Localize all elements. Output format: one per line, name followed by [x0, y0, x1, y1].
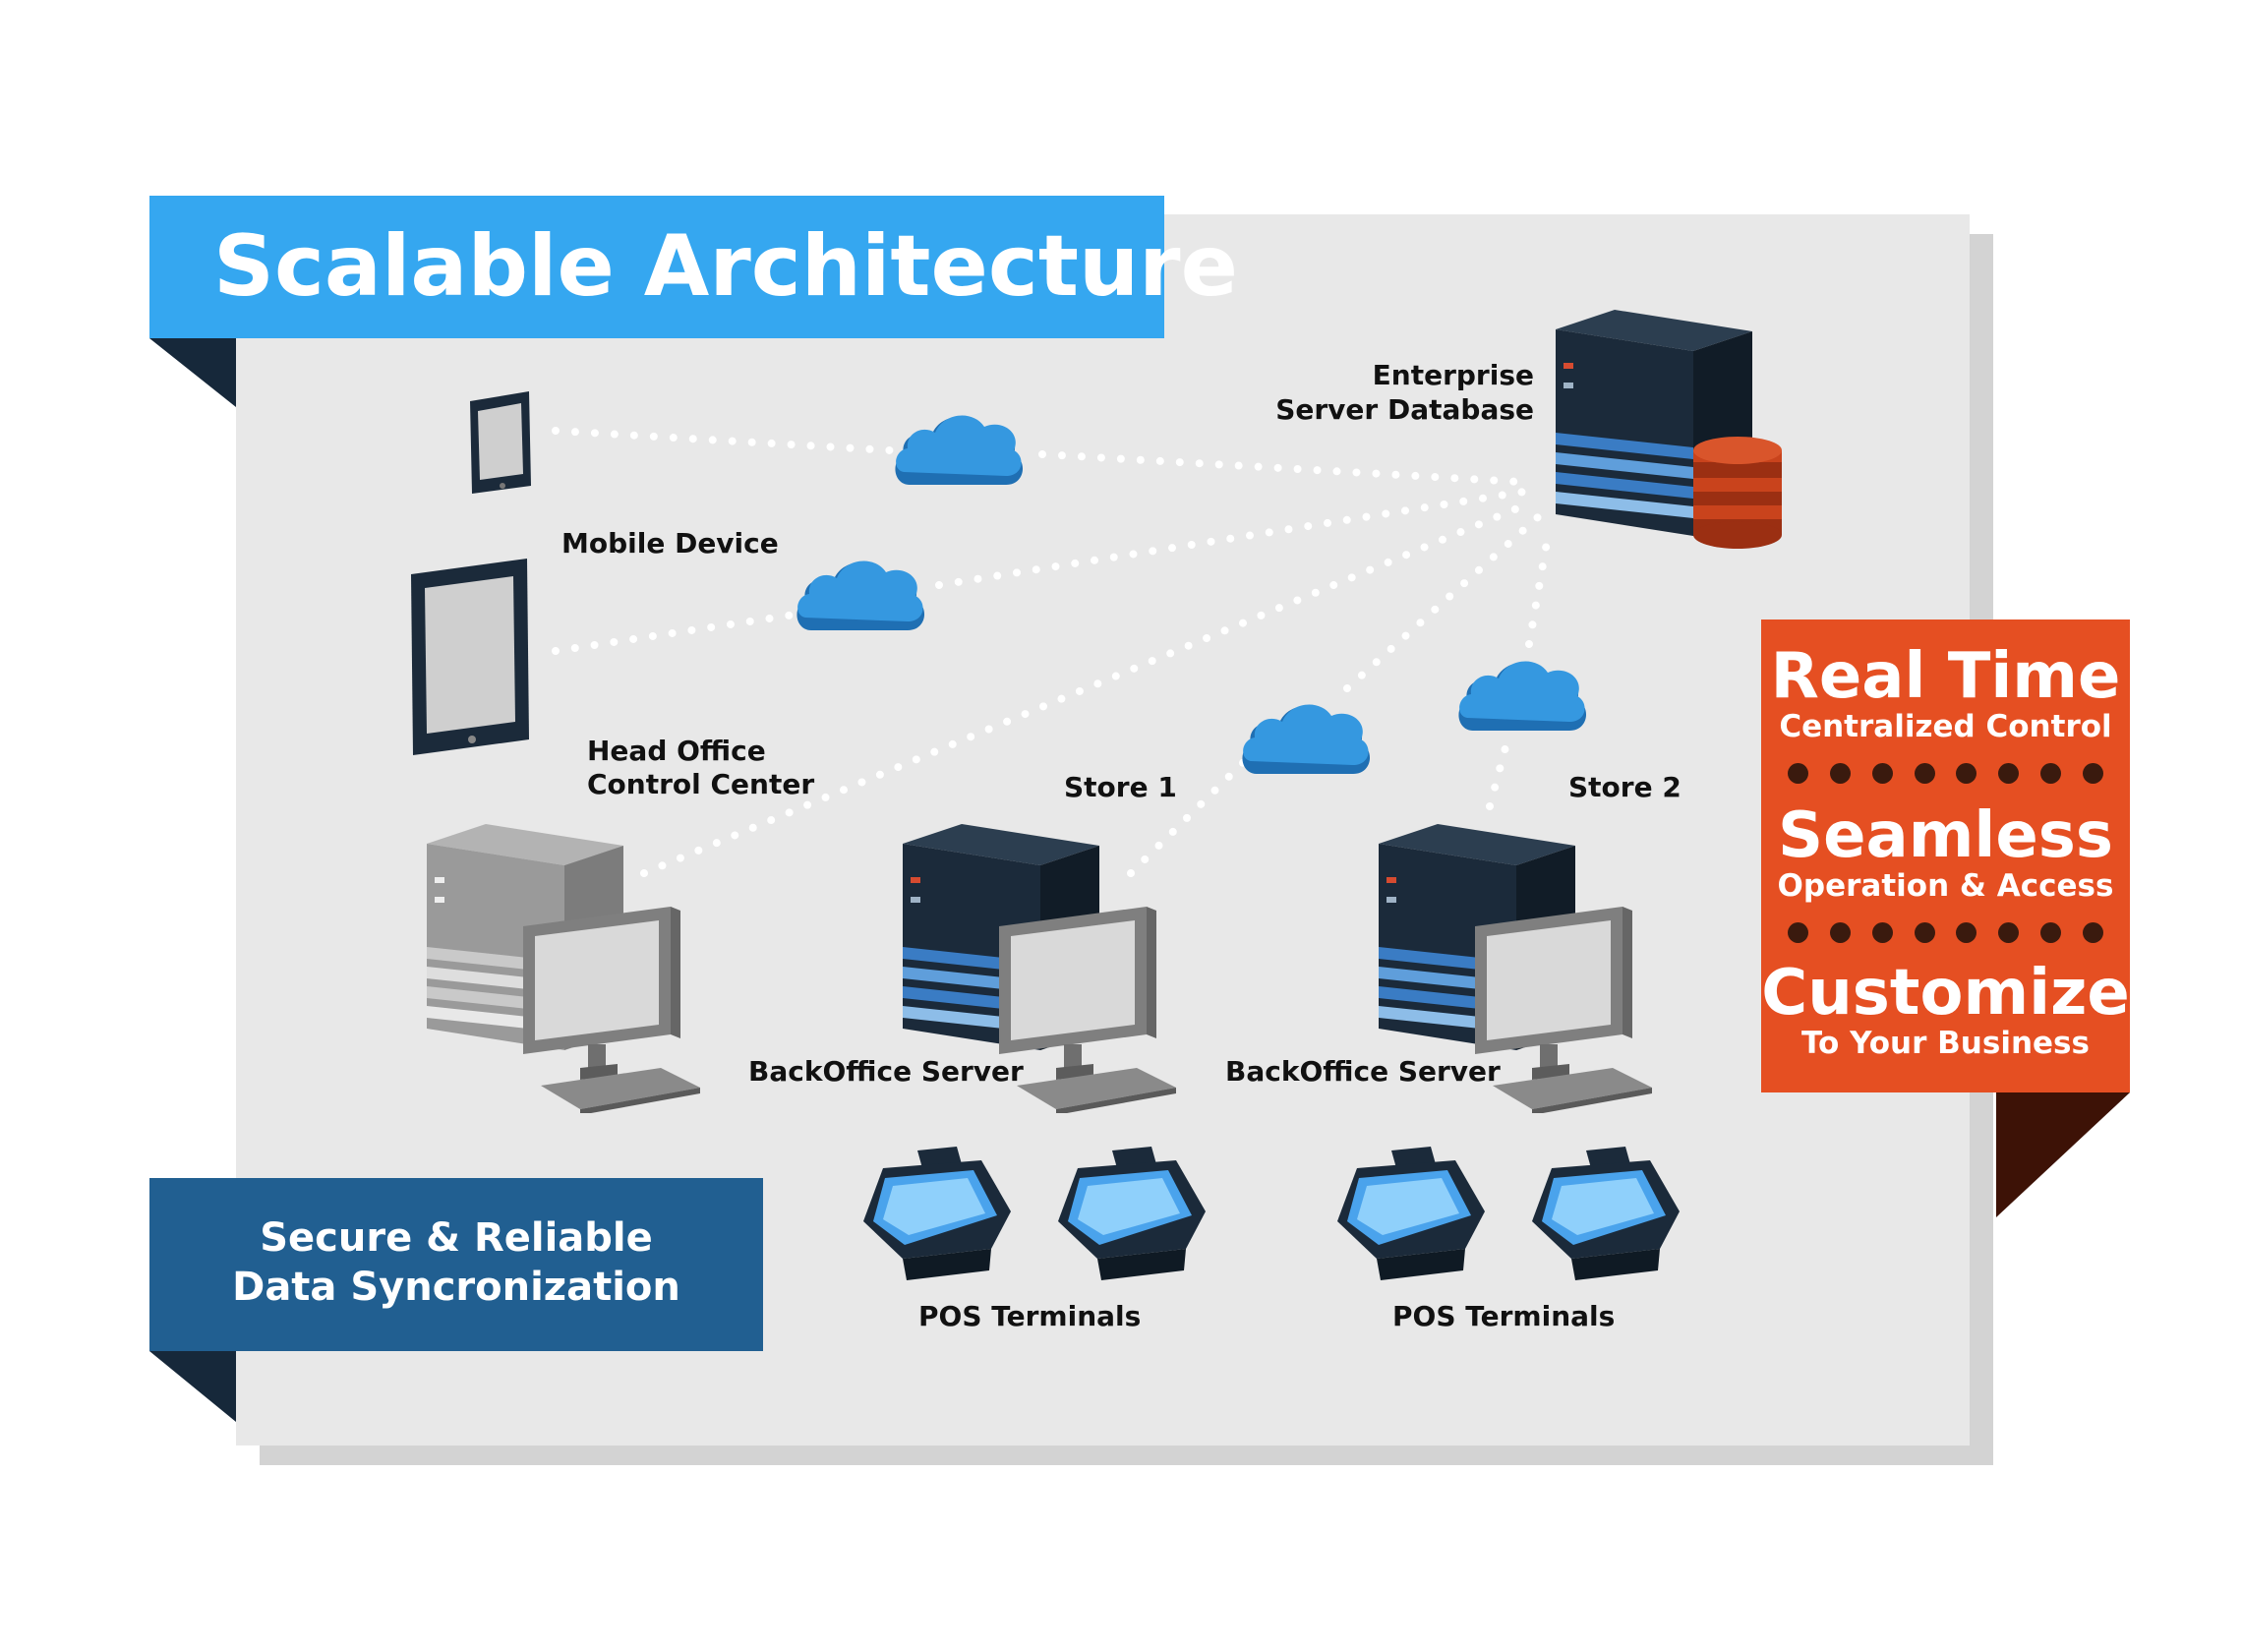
connection-lines [552, 427, 1553, 877]
store-2-label: Store 2 [1568, 771, 1682, 803]
sync-banner-line2: Data Syncronization [232, 1265, 680, 1310]
mobile-device-label: Mobile Device [561, 527, 779, 560]
sync-banner-line1: Secure & Reliable [260, 1215, 653, 1261]
features-fold [1996, 1092, 2130, 1217]
head-office-label-line1: Head Office [587, 735, 766, 767]
dot-divider [1788, 922, 2103, 944]
head-office-label-line2: Control Center [587, 768, 815, 800]
cloud-icon [1242, 704, 1371, 774]
feature-customize-subtitle: To Your Business [1801, 1026, 2090, 1061]
desktop-computer-icon [523, 907, 700, 1113]
feature-seamless-title: Seamless [1778, 799, 2113, 872]
feature-customize-title: Customize [1761, 957, 2130, 1030]
cloud-icon [895, 415, 1024, 485]
cloud-icon [1458, 661, 1587, 731]
pos-terminals-1-label: POS Terminals [918, 1300, 1142, 1332]
dot-divider [1788, 763, 2103, 785]
enterprise-label-line1: Enterprise [1372, 359, 1534, 391]
desktop-computer-icon [1475, 907, 1652, 1113]
desktop-computer-icon [999, 907, 1176, 1113]
sync-fold [149, 1351, 236, 1422]
tablet-icon [470, 391, 531, 494]
pos-terminal-icon [863, 1147, 1011, 1280]
features-banner: Real Time Centralized Control Seamless O… [1761, 620, 2130, 1092]
page-title: Scalable Architecture [213, 217, 1238, 316]
pos-terminals-2-label: POS Terminals [1392, 1300, 1616, 1332]
database-icon [1693, 437, 1782, 549]
title-fold [149, 338, 236, 407]
feature-real-time-title: Real Time [1770, 640, 2121, 713]
title-banner: Scalable Architecture [149, 196, 1238, 338]
backoffice-server-1-label: BackOffice Server [748, 1055, 1024, 1088]
pos-terminal-icon [1058, 1147, 1206, 1280]
feature-real-time-subtitle: Centralized Control [1779, 709, 2112, 744]
pos-terminal-icon [1337, 1147, 1485, 1280]
feature-seamless-subtitle: Operation & Access [1777, 868, 2114, 904]
backoffice-server-2-label: BackOffice Server [1225, 1055, 1501, 1088]
cloud-icon [796, 560, 925, 630]
store-1-label: Store 1 [1064, 771, 1177, 803]
enterprise-label-line2: Server Database [1275, 393, 1534, 426]
sync-banner: Secure & Reliable Data Syncronization [149, 1178, 763, 1351]
pos-terminal-icon [1532, 1147, 1680, 1280]
tablet-icon [411, 559, 529, 755]
